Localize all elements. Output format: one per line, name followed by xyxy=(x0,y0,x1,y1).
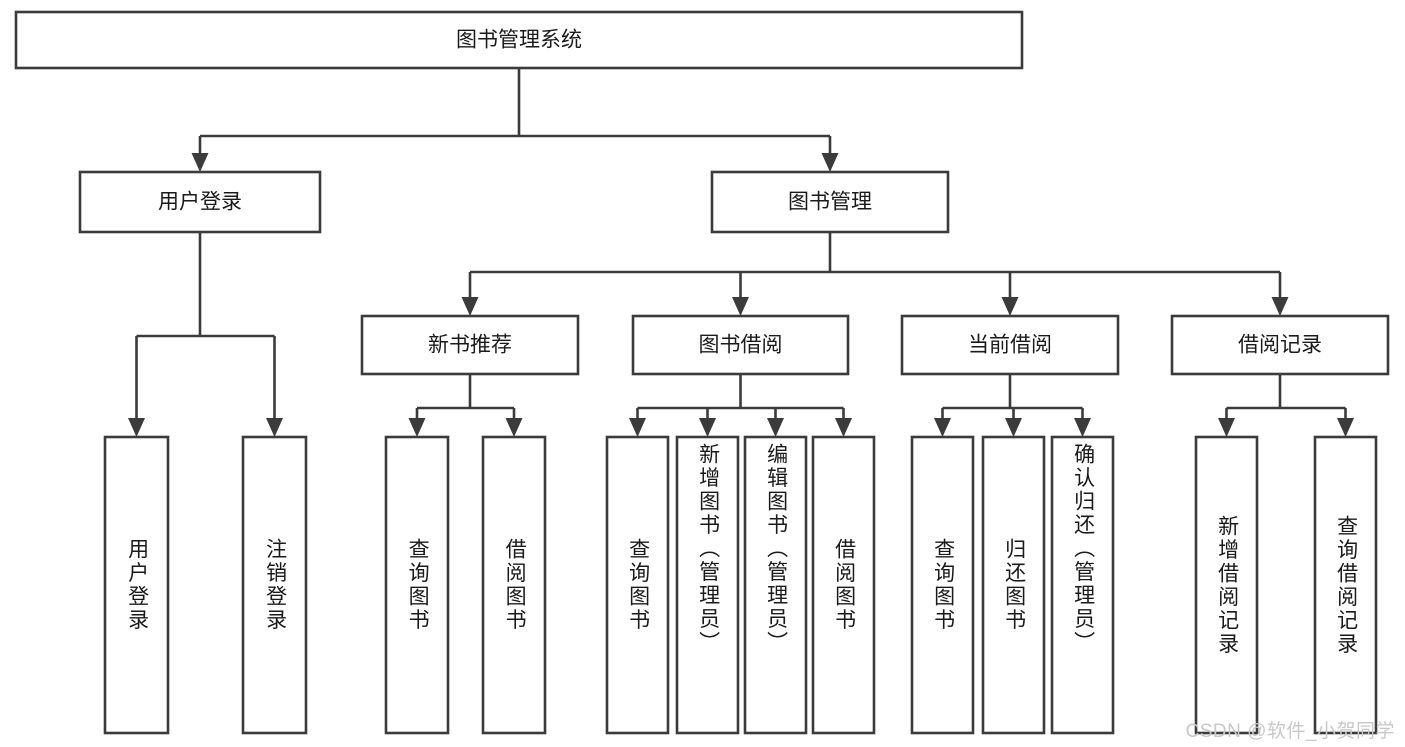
connector-layer xyxy=(128,68,1354,437)
node-label-book-borrow: 图书借阅 xyxy=(699,334,783,357)
leaf-node-box[interactable] xyxy=(1050,435,1115,735)
node-label-new-book-rec: 新书推荐 xyxy=(428,334,512,357)
leaf-node-box[interactable] xyxy=(605,435,670,735)
leaf-node-box[interactable] xyxy=(675,435,740,735)
arrow-head-icon xyxy=(505,418,523,437)
leaf-node-box[interactable] xyxy=(103,435,170,735)
arrow-head-icon xyxy=(767,418,784,437)
arrow-head-icon xyxy=(461,297,479,316)
node-box[interactable] xyxy=(14,10,1024,70)
node-box[interactable] xyxy=(631,314,850,376)
arrow-head-icon xyxy=(1074,418,1091,437)
arrow-head-icon xyxy=(629,418,646,437)
leaf-node-box[interactable] xyxy=(481,435,547,735)
node-box[interactable] xyxy=(360,314,580,376)
node-box[interactable] xyxy=(710,170,950,234)
node-box[interactable] xyxy=(900,314,1120,376)
leaf-node-box[interactable] xyxy=(811,435,876,735)
arrow-head-icon xyxy=(1218,418,1235,437)
node-box[interactable] xyxy=(78,170,322,234)
arrow-head-icon xyxy=(128,418,145,437)
arrow-head-icon xyxy=(408,418,426,437)
leaf-node-box[interactable] xyxy=(1194,435,1259,735)
arrow-head-icon xyxy=(821,153,839,172)
node-label-book-manage: 图书管理 xyxy=(788,191,872,214)
arrow-head-icon xyxy=(934,418,951,437)
arrow-head-icon xyxy=(1005,418,1022,437)
leaf-node-box[interactable] xyxy=(241,435,308,735)
arrow-head-icon xyxy=(732,297,749,316)
node-box-layer xyxy=(14,10,1390,735)
arrow-head-icon xyxy=(699,418,716,437)
watermark-text: CSDN @软件_小贺同学 xyxy=(1185,721,1395,742)
root-node-label: 图书管理系统 xyxy=(456,29,582,52)
arrow-head-icon xyxy=(1001,297,1019,316)
arrow-head-icon xyxy=(266,418,283,437)
leaf-node-box[interactable] xyxy=(910,435,975,735)
node-label-user-login: 用户登录 xyxy=(158,191,242,214)
node-box[interactable] xyxy=(1170,314,1390,376)
arrow-head-icon xyxy=(1337,418,1354,437)
node-label-borrow-record: 借阅记录 xyxy=(1238,334,1322,357)
leaf-node-box[interactable] xyxy=(981,435,1046,735)
leaf-node-box[interactable] xyxy=(384,435,450,735)
arrow-head-icon xyxy=(835,418,852,437)
node-label-current-borrow: 当前借阅 xyxy=(968,334,1052,357)
arrow-head-icon xyxy=(1271,297,1289,316)
arrow-head-icon xyxy=(191,153,209,172)
leaf-node-box[interactable] xyxy=(1313,435,1378,735)
leaf-node-box[interactable] xyxy=(743,435,808,735)
